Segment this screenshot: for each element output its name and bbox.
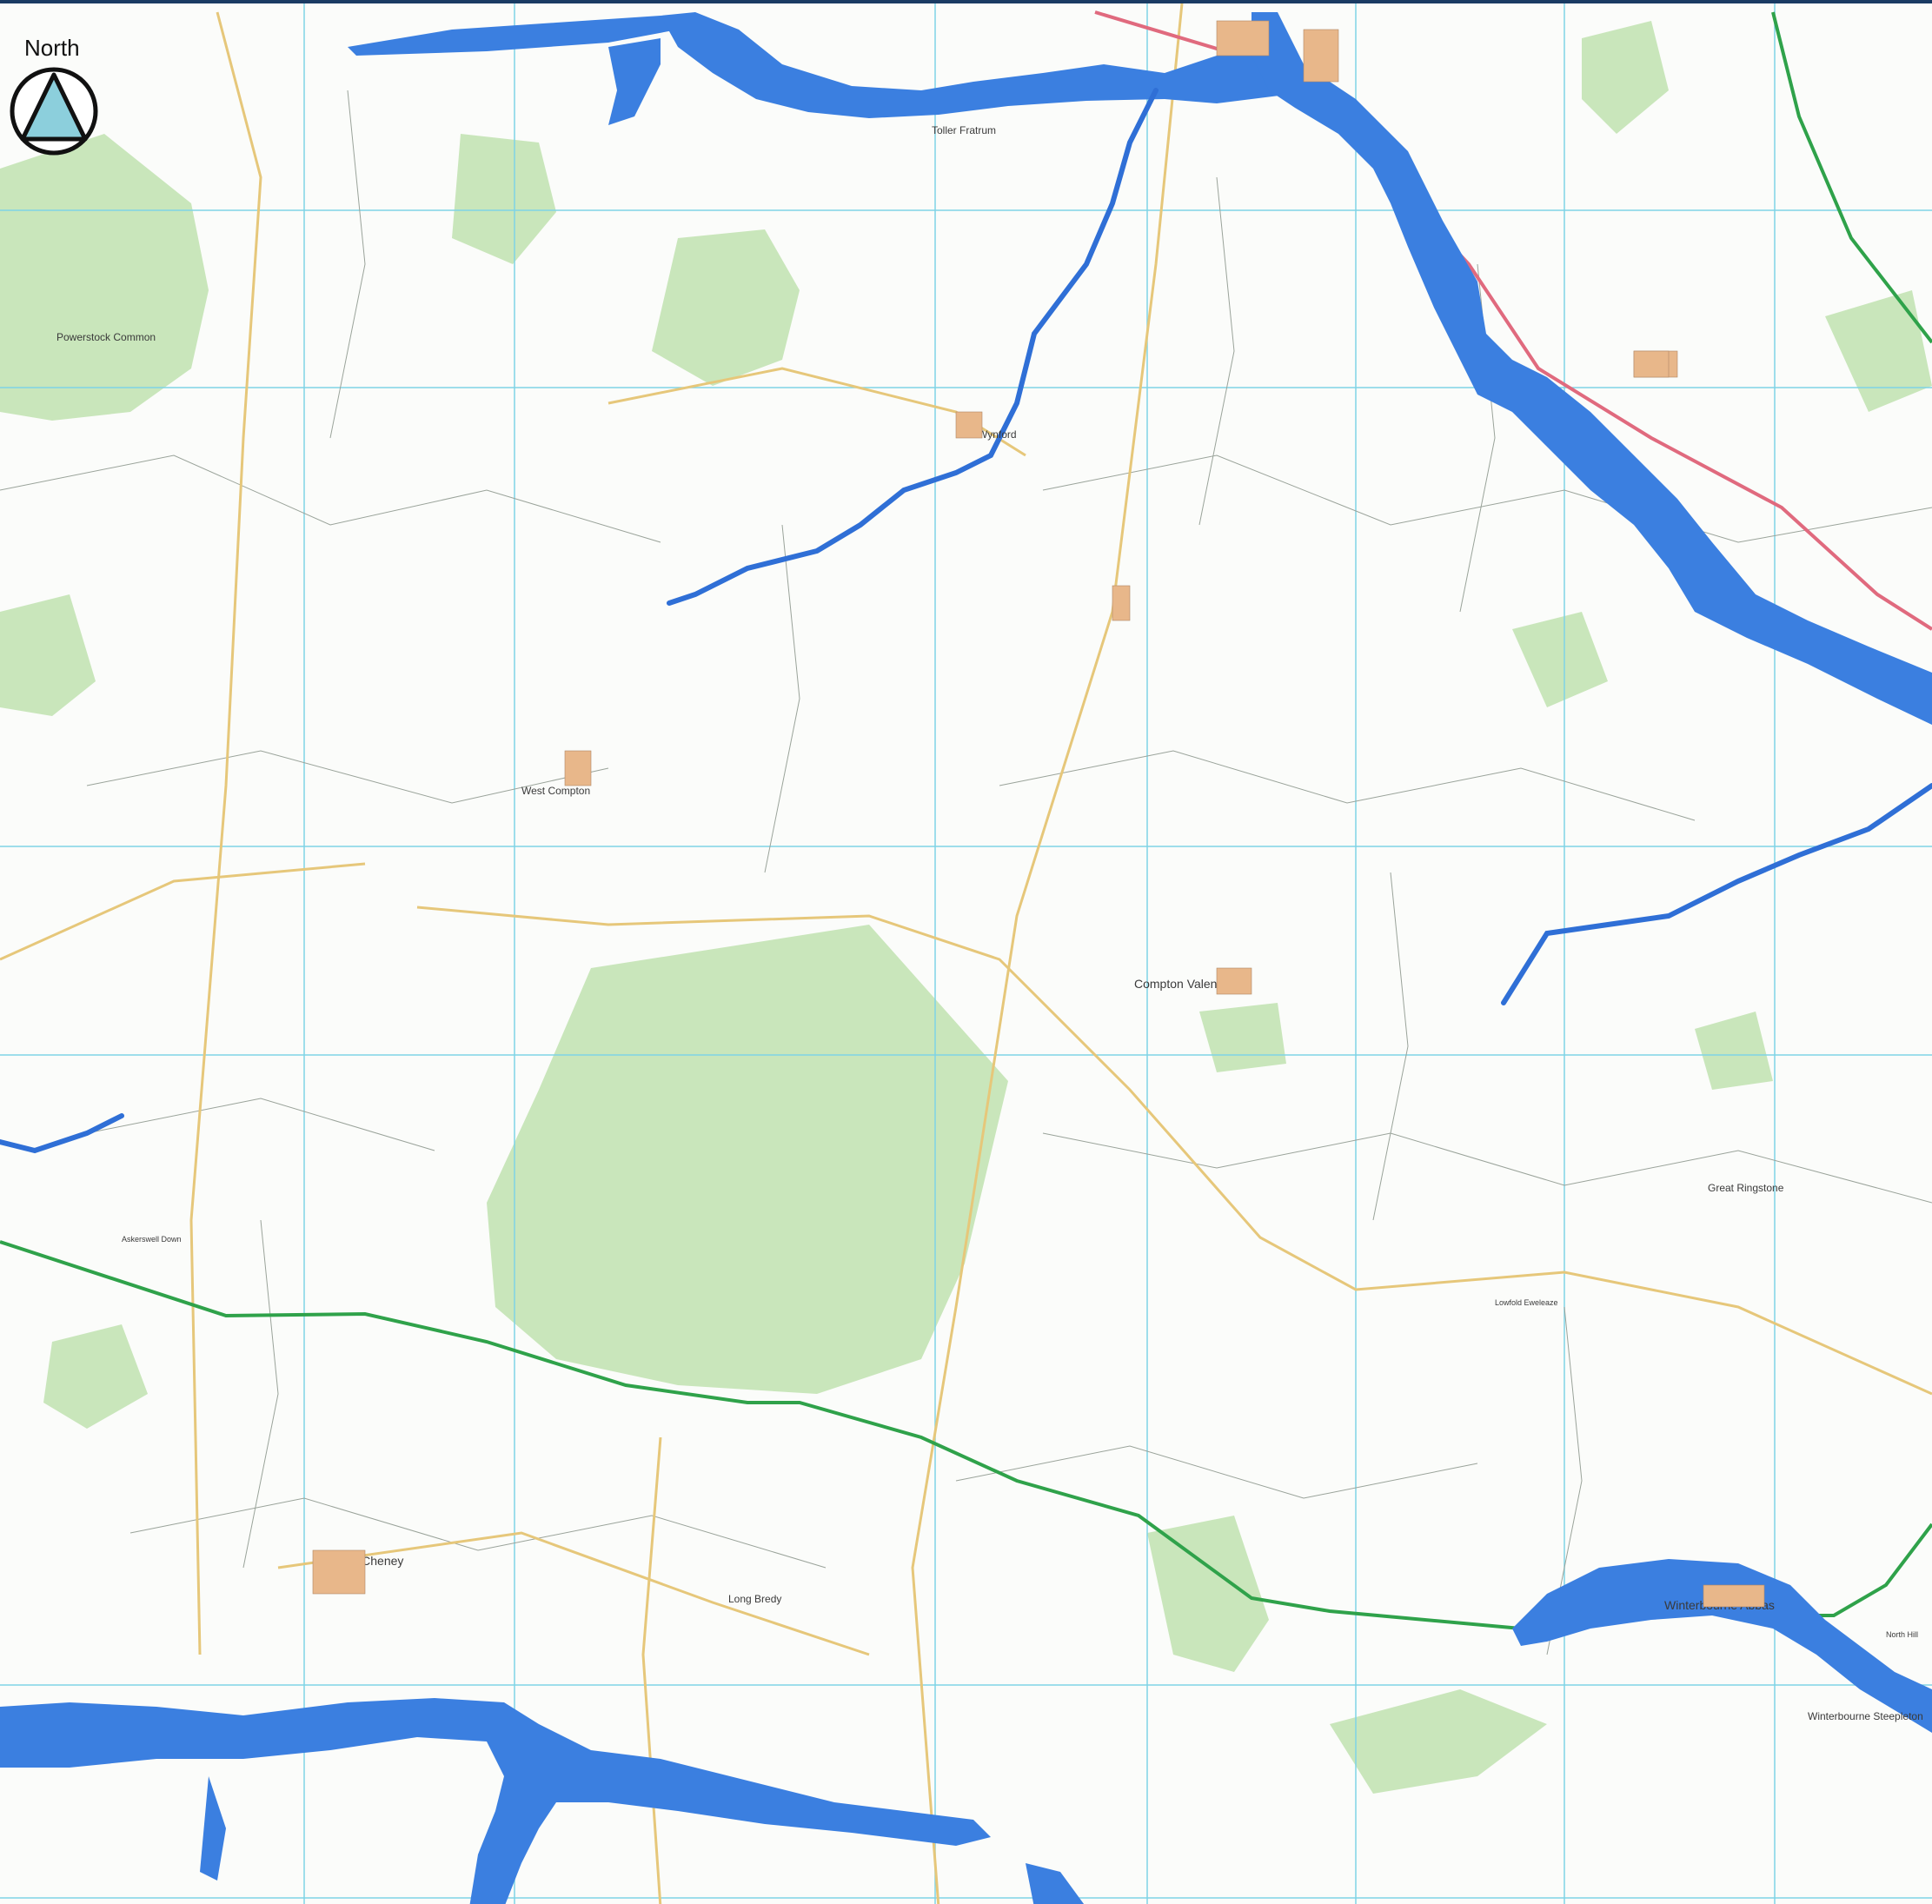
minor-roads	[0, 3, 1932, 1904]
label-north-hill: North Hill	[1886, 1630, 1918, 1639]
north-label: North	[24, 35, 80, 61]
label-great-ringstone: Great Ringstone	[1708, 1182, 1784, 1194]
map-canvas[interactable]: Powerstock Common Toller Fratrum Wynford…	[0, 3, 1932, 1904]
label-long-bredy: Long Bredy	[728, 1593, 781, 1605]
settlements	[312, 20, 1765, 1608]
streams	[0, 88, 1932, 1154]
label-winterbourne-steepleton: Winterbourne Steepleton	[1808, 1710, 1923, 1722]
label-compton-valence: Compton Valence	[1134, 977, 1230, 991]
flood-water	[0, 12, 1932, 1904]
label-wynford: Wynford	[978, 428, 1017, 441]
label-lowfold-eweleaze: Lowfold Eweleaze	[1495, 1298, 1558, 1307]
label-powerstock-common: Powerstock Common	[56, 331, 156, 343]
woodland-layer	[0, 21, 1932, 1794]
label-west-compton: West Compton	[521, 785, 590, 797]
label-askerswell-down: Askerswell Down	[122, 1235, 182, 1244]
label-toller-fratrum: Toller Fratrum	[932, 124, 996, 136]
north-arrow-icon	[10, 67, 98, 156]
